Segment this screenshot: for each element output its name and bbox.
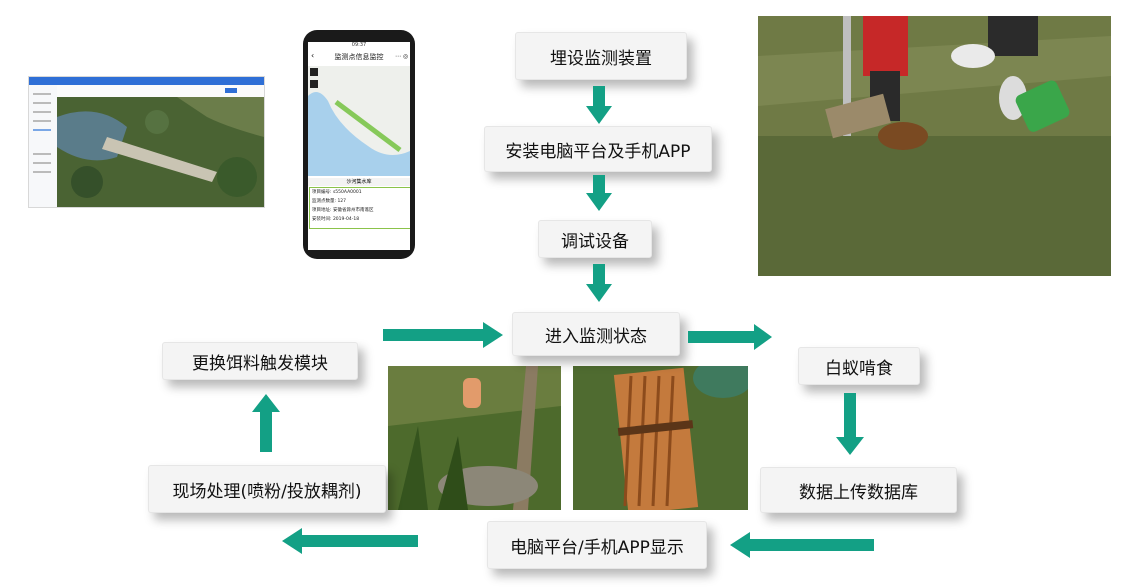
arrow-right-to-termite xyxy=(688,324,772,350)
arrow-right-into-monitoring xyxy=(383,322,503,348)
phone-status-time: 09:37 xyxy=(351,42,367,48)
arrow-down-1 xyxy=(586,86,612,124)
step-replace-bait-module: 更换饵料触发模块 xyxy=(162,342,358,380)
arrow-down-3 xyxy=(586,264,612,302)
phone-info-card[interactable]: 项目编号: s550AA0001 监测点数量: 127 项目地址: 安徽省滁州市… xyxy=(309,187,410,229)
arrow-down-2 xyxy=(586,175,612,211)
back-icon[interactable]: ‹ xyxy=(311,51,315,60)
step-bury-device: 埋设监测装置 xyxy=(515,32,687,80)
desktop-titlebar xyxy=(29,77,264,85)
step-debug-device: 调试设备 xyxy=(538,220,652,258)
arrow-up-to-replace xyxy=(252,394,280,452)
phone-map[interactable] xyxy=(308,66,410,176)
info-field: 项目地址: 安徽省滁州市南谯区 xyxy=(312,208,374,213)
step-install-platform-app: 安装电脑平台及手机APP xyxy=(484,126,712,172)
photo-termite-damaged-bait xyxy=(573,366,748,510)
info-field: 监测点数量: 127 xyxy=(312,199,347,204)
satellite-map xyxy=(57,97,264,207)
step-upload-database: 数据上传数据库 xyxy=(760,467,957,513)
info-field: 安装时间: 2019-04-18 xyxy=(312,217,360,222)
mobile-app-phone: 09:37 监测点信息监控 ‹ ⋯ ◎ 沙河集水库 项目编号: s550AA00… xyxy=(303,30,415,259)
phone-screen: 09:37 监测点信息监控 ‹ ⋯ ◎ 沙河集水库 项目编号: s550AA00… xyxy=(308,42,410,250)
step-termite-feeding: 白蚁啃食 xyxy=(798,347,920,385)
arrow-left-to-display xyxy=(730,532,874,558)
desktop-sidebar xyxy=(29,85,58,207)
desktop-platform-screenshot xyxy=(28,76,265,208)
more-icon[interactable]: ⋯ ◎ xyxy=(395,53,409,60)
info-field: 项目编号: s550AA0001 xyxy=(312,190,362,195)
arrow-left-to-onsite xyxy=(282,528,418,554)
phone-place-name: 沙河集水库 xyxy=(308,178,410,186)
arrow-down-to-upload xyxy=(836,393,864,455)
photo-drilling-installation xyxy=(758,16,1111,276)
step-display-platform-app: 电脑平台/手机APP显示 xyxy=(487,521,707,569)
step-enter-monitoring: 进入监测状态 xyxy=(512,312,680,356)
photo-bait-station-in-ground xyxy=(388,366,561,510)
phone-app-title: 监测点信息监控 xyxy=(334,53,384,61)
step-onsite-treatment: 现场处理(喷粉/投放耦剂) xyxy=(148,465,386,513)
